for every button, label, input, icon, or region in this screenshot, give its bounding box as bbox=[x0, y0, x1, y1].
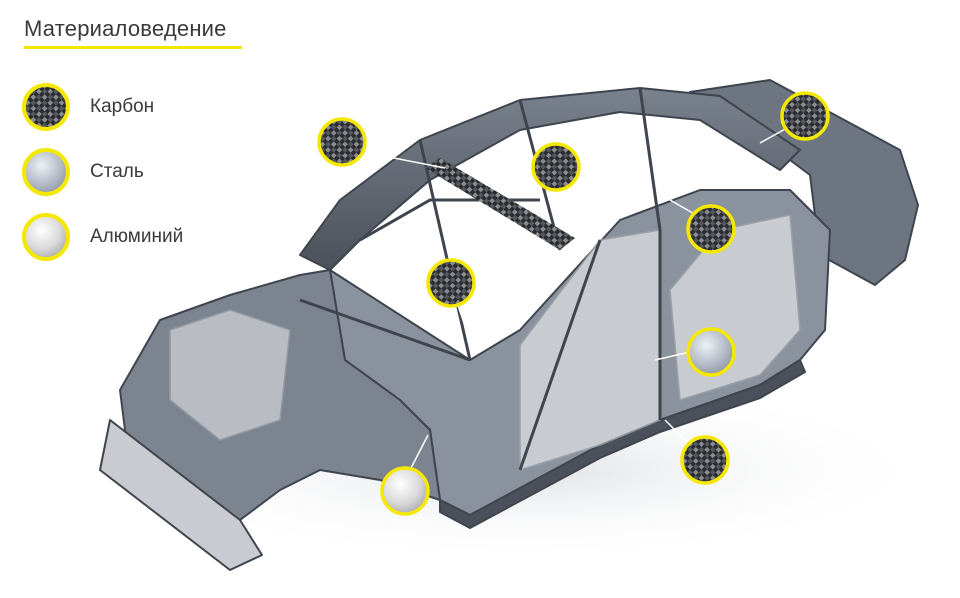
marker-carbon-rear-shelf bbox=[780, 91, 830, 141]
aluminum-swatch-icon bbox=[22, 213, 70, 261]
marker-aluminum-wheel-arch bbox=[380, 466, 430, 516]
steel-swatch-icon bbox=[22, 148, 70, 196]
carbon-roof-strip bbox=[425, 158, 575, 250]
marker-steel-b-pillar bbox=[686, 327, 736, 377]
frame-lines bbox=[299, 87, 662, 471]
legend-label-steel: Сталь bbox=[90, 161, 144, 182]
legend-label-aluminum: Алюминий bbox=[90, 226, 184, 247]
page-title: Материаловедение bbox=[24, 16, 227, 41]
legend-item-steel: Сталь bbox=[22, 144, 144, 200]
aluminum-parts bbox=[169, 214, 801, 472]
marker-carbon-roof-crossmember bbox=[317, 117, 367, 167]
legend-item-carbon: Карбон bbox=[22, 79, 154, 135]
marker-carbon-c-pillar bbox=[686, 204, 736, 254]
marker-carbon-side-sill bbox=[680, 435, 730, 485]
markers bbox=[317, 91, 830, 516]
marker-carbon-tunnel bbox=[426, 258, 476, 308]
legend-item-aluminum: Алюминий bbox=[22, 209, 183, 265]
marker-carbon-roof-center bbox=[531, 142, 581, 192]
carbon-swatch-icon bbox=[22, 83, 70, 131]
legend-label-carbon: Карбон bbox=[90, 96, 155, 117]
title-underline bbox=[24, 46, 242, 49]
